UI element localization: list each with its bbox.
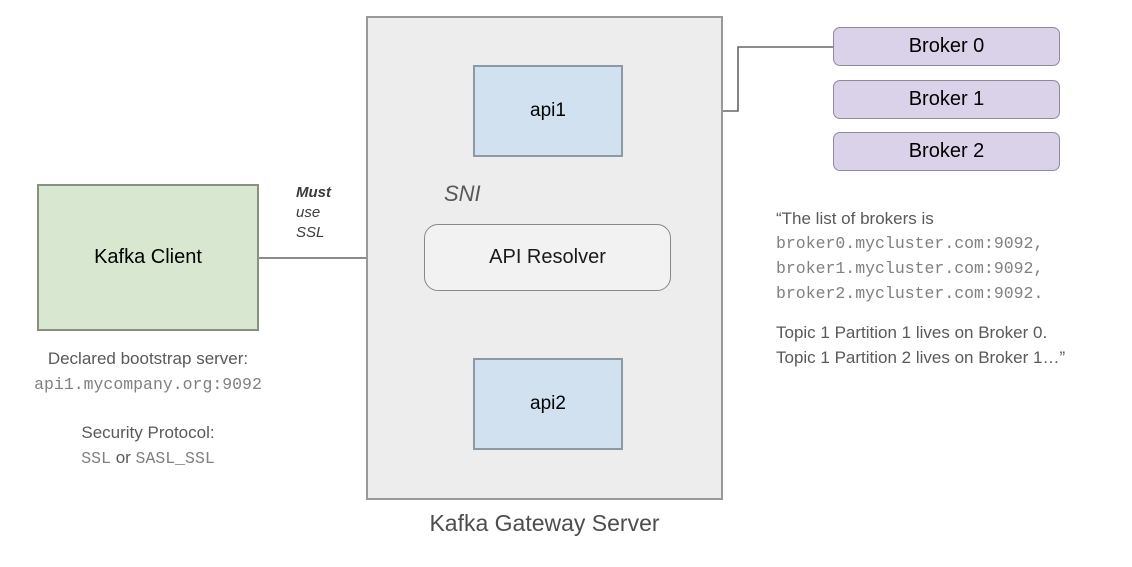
broker-2-label: Broker 2 (908, 140, 985, 162)
broker-1-label: Broker 1 (908, 88, 985, 110)
broker-0-node[interactable]: Broker 0 (833, 27, 1060, 66)
broker-1-node[interactable]: Broker 1 (833, 80, 1060, 119)
api-resolver-label: API Resolver (489, 246, 606, 268)
security-protocol-conjunction: or (111, 448, 136, 467)
broker-note-line-5: Topic 1 Partition 1 lives on Broker 0. (776, 323, 1048, 342)
must-word: Must (296, 184, 331, 201)
api1-node[interactable]: api1 (473, 65, 623, 157)
api2-node[interactable]: api2 (473, 358, 623, 450)
api2-label: api2 (530, 393, 566, 414)
broker-note-line-4: broker2.mycluster.com:9092. (776, 284, 1044, 303)
api-resolver-node[interactable]: API Resolver (424, 224, 671, 291)
declared-bootstrap-server-note: Declared bootstrap server: api1.mycompan… (15, 346, 281, 397)
kafka-client-node[interactable]: Kafka Client (37, 184, 259, 331)
ssl-word: SSL (296, 224, 325, 241)
security-protocol-note: Security Protocol: SSL or SASL_SSL (15, 420, 281, 471)
security-protocol-ssl: SSL (81, 449, 111, 468)
use-word: use (296, 204, 321, 221)
kafka-client-label: Kafka Client (94, 246, 202, 268)
security-protocol-sasl-ssl: SASL_SSL (135, 449, 215, 468)
bootstrap-title: Declared bootstrap server: (47, 349, 249, 368)
kafka-gateway-server-caption: Kafka Gateway Server (429, 510, 660, 536)
broker-note-line-2: broker0.mycluster.com:9092, (776, 234, 1044, 253)
broker-note-line-6: Topic 1 Partition 2 lives on Broker 1…” (776, 348, 1066, 367)
broker-list-note: “The list of brokers is broker0.mycluste… (776, 206, 1126, 370)
broker-note-spacer (776, 306, 1126, 320)
broker-2-node[interactable]: Broker 2 (833, 132, 1060, 171)
bootstrap-value: api1.mycompany.org:9092 (34, 375, 262, 394)
sni-label: SNI (444, 181, 481, 206)
security-title: Security Protocol: (81, 423, 215, 442)
broker-note-line-1: “The list of brokers is (776, 209, 934, 228)
or-word: or (115, 448, 131, 467)
broker-0-label: Broker 0 (908, 35, 985, 57)
api1-label: api1 (530, 100, 566, 121)
broker-note-line-3: broker1.mycluster.com:9092, (776, 259, 1044, 278)
